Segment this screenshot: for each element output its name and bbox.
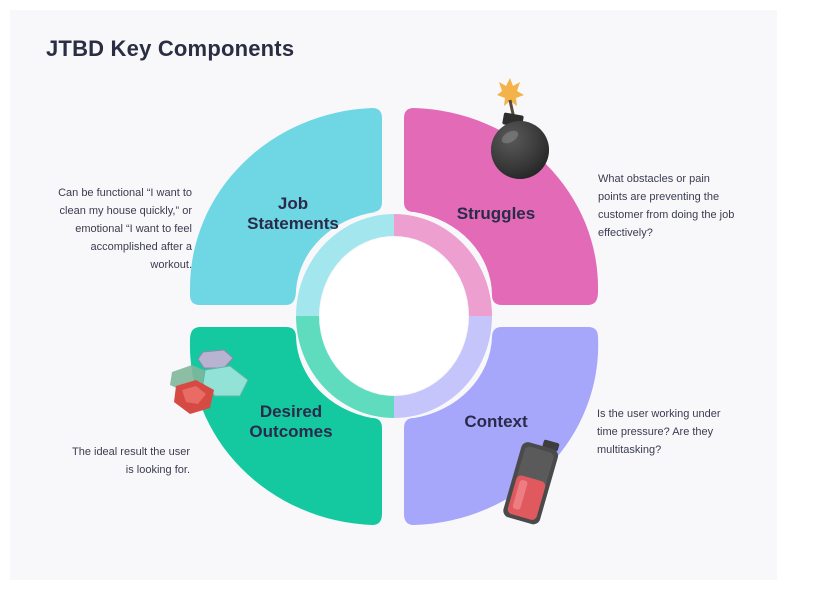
bomb-icon	[491, 78, 549, 179]
low-battery-icon	[503, 439, 560, 525]
quadrant-struggles	[404, 108, 599, 305]
gems-icon	[170, 349, 249, 414]
desc-desired-outcomes: The ideal result the user is looking for…	[71, 446, 190, 476]
desc-struggles: What obstacles or pain points are preven…	[598, 173, 735, 239]
inner-ring-context	[394, 316, 492, 418]
desc-context: Is the user working under time pressure?…	[597, 408, 721, 456]
quadrant-job-statements	[189, 108, 382, 305]
quadrant-context	[404, 327, 599, 525]
label-job-statements: Job Statements	[247, 194, 339, 233]
label-desired-outcomes: Desired Outcomes	[249, 402, 333, 441]
inner-ring-struggles	[394, 214, 492, 316]
inner-ring-job-statements	[296, 214, 394, 316]
desc-job-statements: Can be functional “I want to clean my ho…	[58, 187, 192, 271]
inner-ring-desired-outcomes	[296, 316, 394, 418]
label-context: Context	[464, 412, 528, 431]
label-struggles: Struggles	[456, 204, 536, 223]
center-circle	[320, 237, 468, 395]
page-title: JTBD Key Components	[46, 36, 295, 61]
